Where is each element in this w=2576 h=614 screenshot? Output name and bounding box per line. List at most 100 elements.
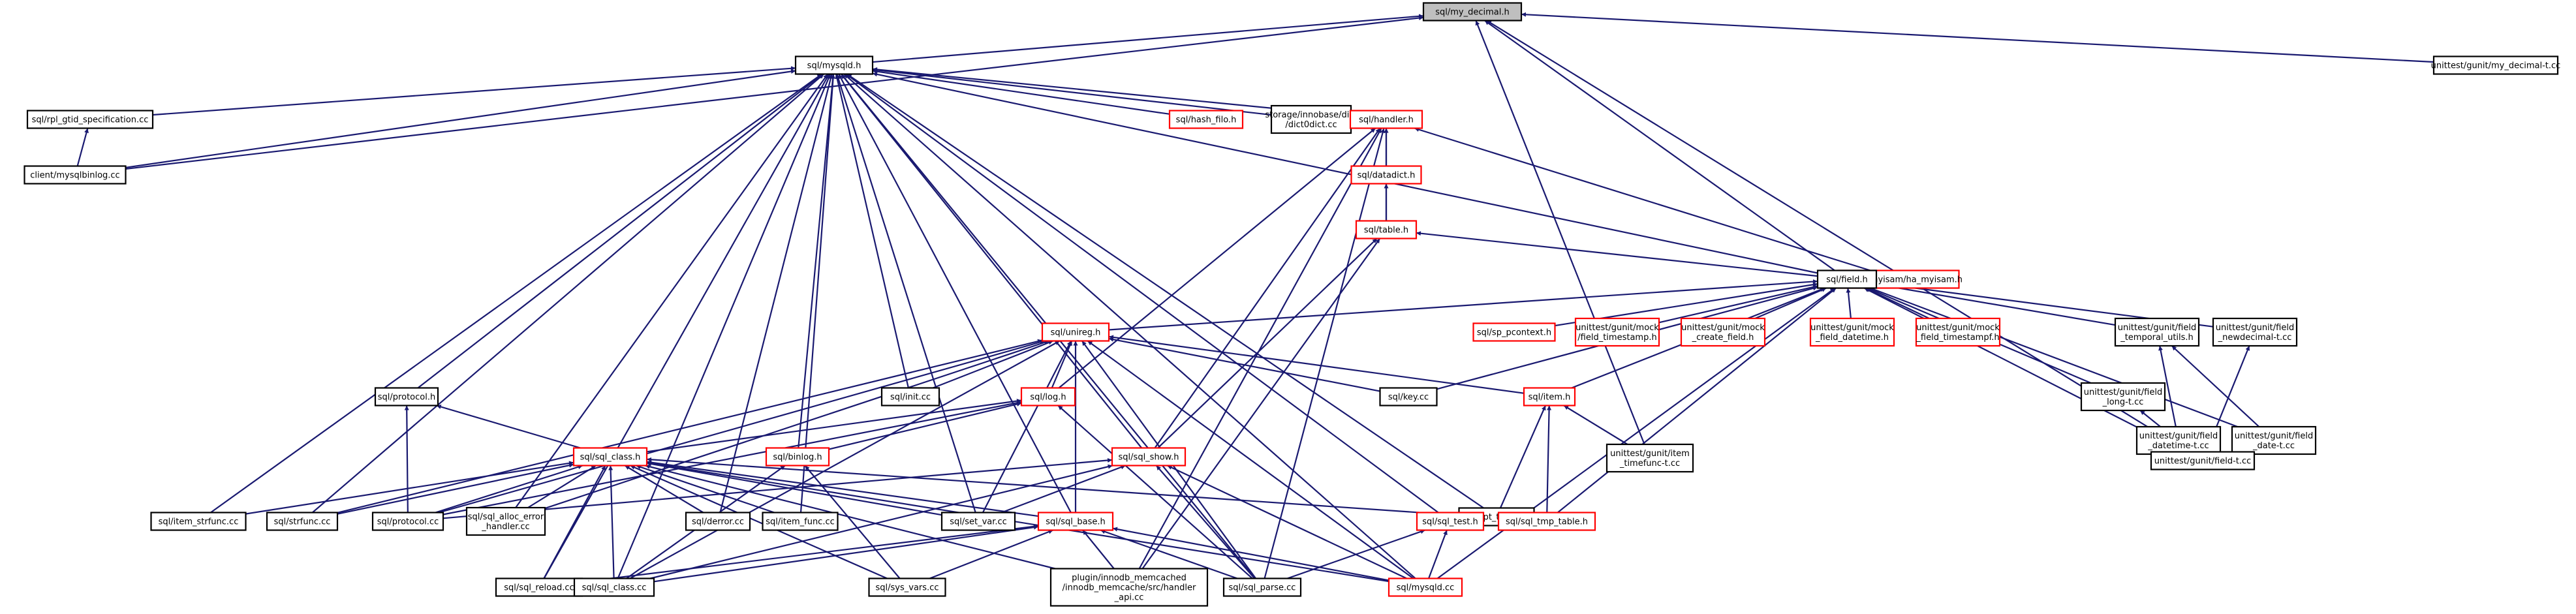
node-box: [1355, 220, 1418, 239]
node-table[interactable]: sql/table.h: [1355, 220, 1418, 239]
node-box: [1041, 322, 1110, 342]
node-field_datetime[interactable]: unittest/gunit/field_datetime-t.cc: [2135, 425, 2222, 455]
node-label: _api.cc: [1114, 593, 1144, 603]
node-protocol_h[interactable]: sql/protocol.h: [374, 387, 439, 407]
node-dict0dict[interactable]: storage/innobase/dict/dict0dict.cc: [1265, 104, 1358, 134]
node-box: [762, 512, 839, 531]
node-handler[interactable]: sql/handler.h: [1349, 110, 1423, 129]
node-mysqld_cc[interactable]: sql/mysqld.cc: [1388, 577, 1463, 597]
node-sql_show[interactable]: sql/sql_show.h: [1111, 447, 1187, 467]
node-sql_test[interactable]: sql/sql_test.h: [1416, 512, 1485, 531]
node-field_date[interactable]: unittest/gunit/field_date-t.cc: [2231, 425, 2317, 455]
edge-sql_parse-to-log: [1057, 405, 1253, 579]
node-sp_pcontext[interactable]: sql/sp_pcontext.h: [1472, 322, 1556, 342]
node-box: [1574, 317, 1660, 347]
node-label: _field_timestampf.h: [1916, 333, 1999, 343]
edge-mysqlbinlog-to-mysqld: [125, 69, 796, 168]
edge-item_strfunc-to-mysqld: [210, 73, 822, 514]
node-item_func[interactable]: sql/item_func.cc: [762, 512, 839, 531]
node-label: storage/innobase/dict: [1265, 110, 1357, 120]
node-label: sql/rpl_gtid_specification.cc: [32, 115, 149, 125]
node-derror[interactable]: sql/derror.cc: [685, 512, 751, 531]
edge-sql_class_cc-to-sql_class_h: [608, 465, 615, 579]
node-label: _timefunc-t.cc: [1619, 459, 1680, 468]
edge-dict0dict-to-mysqld: [872, 68, 1272, 116]
node-set_var[interactable]: sql/set_var.cc: [940, 512, 1016, 531]
edge-sql_show-to-handler: [1154, 127, 1381, 449]
node-item_timefunc[interactable]: unittest/gunit/item_timefunc-t.cc: [1606, 443, 1694, 473]
node-alloc_error[interactable]: sql/sql_alloc_error_handler.cc: [465, 506, 546, 536]
node-box: [2212, 317, 2298, 347]
node-label: sql/datadict.h: [1358, 171, 1416, 181]
edge-set_var-to-mysqld: [836, 74, 976, 513]
node-mock_dt[interactable]: unittest/gunit/mock_field_datetime.h: [1809, 317, 1895, 347]
node-mock_tsf[interactable]: unittest/gunit/mock_field_timestampf.h: [1915, 317, 2001, 347]
node-rpl_gtid[interactable]: sql/rpl_gtid_specification.cc: [26, 110, 154, 129]
node-sql_parse[interactable]: sql/sql_parse.cc: [1222, 577, 1302, 597]
node-box: [1111, 447, 1187, 467]
node-sql_class_cc[interactable]: sql/sql_class.cc: [573, 577, 655, 597]
node-label: sql/sql_reload.cc: [504, 583, 574, 593]
edge-mysqld_cc-to-mysqld: [843, 73, 1416, 579]
node-label: sql/protocol.cc: [377, 517, 439, 527]
edge-mock_tsf-to-field: [1865, 287, 1930, 319]
node-sql_class_h[interactable]: sql/sql_class.h: [572, 447, 648, 467]
node-mysqlbinlog[interactable]: client/mysqlbinlog.cc: [23, 165, 127, 185]
edge-sql_reload-to-sql_base: [582, 524, 1039, 583]
node-label: sql/derror.cc: [692, 517, 744, 527]
node-datadict[interactable]: sql/datadict.h: [1350, 165, 1422, 185]
node-strfunc[interactable]: sql/strfunc.cc: [266, 512, 339, 531]
node-init[interactable]: sql/init.cc: [880, 387, 940, 407]
node-log[interactable]: sql/log.h: [1020, 387, 1076, 407]
node-box: [23, 165, 127, 185]
node-binlog[interactable]: sql/binlog.h: [765, 447, 830, 467]
node-sys_vars[interactable]: sql/sys_vars.cc: [868, 577, 946, 597]
node-mysqld[interactable]: sql/mysqld.h: [794, 55, 874, 75]
node-field[interactable]: sql/field.h: [1816, 269, 1878, 289]
node-box: [465, 506, 546, 536]
node-temporal[interactable]: unittest/gunit/field_temporal_utils.h: [2114, 317, 2200, 347]
node-unireg[interactable]: sql/unireg.h: [1041, 322, 1110, 342]
node-field_long[interactable]: unittest/gunit/field_long-t.cc: [2080, 382, 2166, 412]
node-memcached[interactable]: plugin/innodb_memcached/innodb_memcache/…: [1049, 568, 1209, 607]
node-label: sql/sql_test.h: [1422, 517, 1478, 527]
node-box: [1349, 110, 1423, 129]
node-my_decimal[interactable]: sql/my_decimal.h: [1422, 2, 1523, 22]
node-sql_base[interactable]: sql/sql_base.h: [1037, 512, 1114, 531]
edge-field_date-to-temporal: [2171, 345, 2260, 427]
node-label: unittest/gunit/mock: [1810, 323, 1894, 333]
node-label: client/mysqlbinlog.cc: [30, 171, 119, 181]
node-mydec_cc[interactable]: unittest/gunit/my_decimal-t.cc: [2431, 55, 2561, 75]
edge-field-to-table: [1416, 231, 1818, 277]
node-label: unittest/gunit/mock: [1575, 323, 1659, 333]
node-mock_ts[interactable]: unittest/gunit/mock/field_timestamp.h: [1574, 317, 1660, 347]
node-mock_create[interactable]: unittest/gunit/mock_create_field.h: [1680, 317, 1766, 347]
node-label: plugin/innodb_memcached: [1072, 574, 1187, 583]
node-box: [1037, 512, 1114, 531]
node-box: [940, 512, 1016, 531]
node-item[interactable]: sql/item.h: [1523, 387, 1576, 407]
edge-field_date-to-field: [1870, 287, 2238, 428]
edge-alloc_error-to-mysqld: [515, 73, 829, 508]
node-item_strfunc[interactable]: sql/item_strfunc.cc: [150, 512, 247, 531]
edge-mydec_cc-to-my_decimal: [1521, 12, 2434, 63]
node-label: sql/binlog.h: [773, 453, 822, 463]
node-hash_filo[interactable]: sql/hash_filo.h: [1168, 110, 1244, 129]
node-key[interactable]: sql/key.cc: [1379, 387, 1438, 407]
node-label: unittest/gunit/field: [2235, 431, 2313, 441]
edge-init-to-mysqld: [835, 74, 909, 388]
node-tmp_table[interactable]: sql/sql_tmp_table.h: [1497, 512, 1596, 531]
node-label: sql/sql_tmp_table.h: [1506, 517, 1588, 527]
edge-sql_parse-to-sql_show: [1155, 465, 1256, 579]
node-label: sql/strfunc.cc: [274, 517, 331, 527]
edge-sql_class_cc-to-sql_base: [653, 525, 1039, 583]
node-field_t[interactable]: unittest/gunit/field-t.cc: [2150, 451, 2256, 470]
node-label: /innodb_memcache/src/handler: [1063, 583, 1196, 593]
node-label: sql/hash_filo.h: [1176, 115, 1237, 125]
node-sql_reload[interactable]: sql/sql_reload.cc: [495, 577, 583, 597]
node-label: sql/my_decimal.h: [1435, 8, 1510, 18]
node-protocol_cc[interactable]: sql/protocol.cc: [371, 512, 444, 531]
node-label: _newdecimal-t.cc: [2218, 333, 2292, 343]
edge-item_timefunc-to-item: [1563, 405, 1628, 445]
node-newdecimal[interactable]: unittest/gunit/field_newdecimal-t.cc: [2212, 317, 2298, 347]
